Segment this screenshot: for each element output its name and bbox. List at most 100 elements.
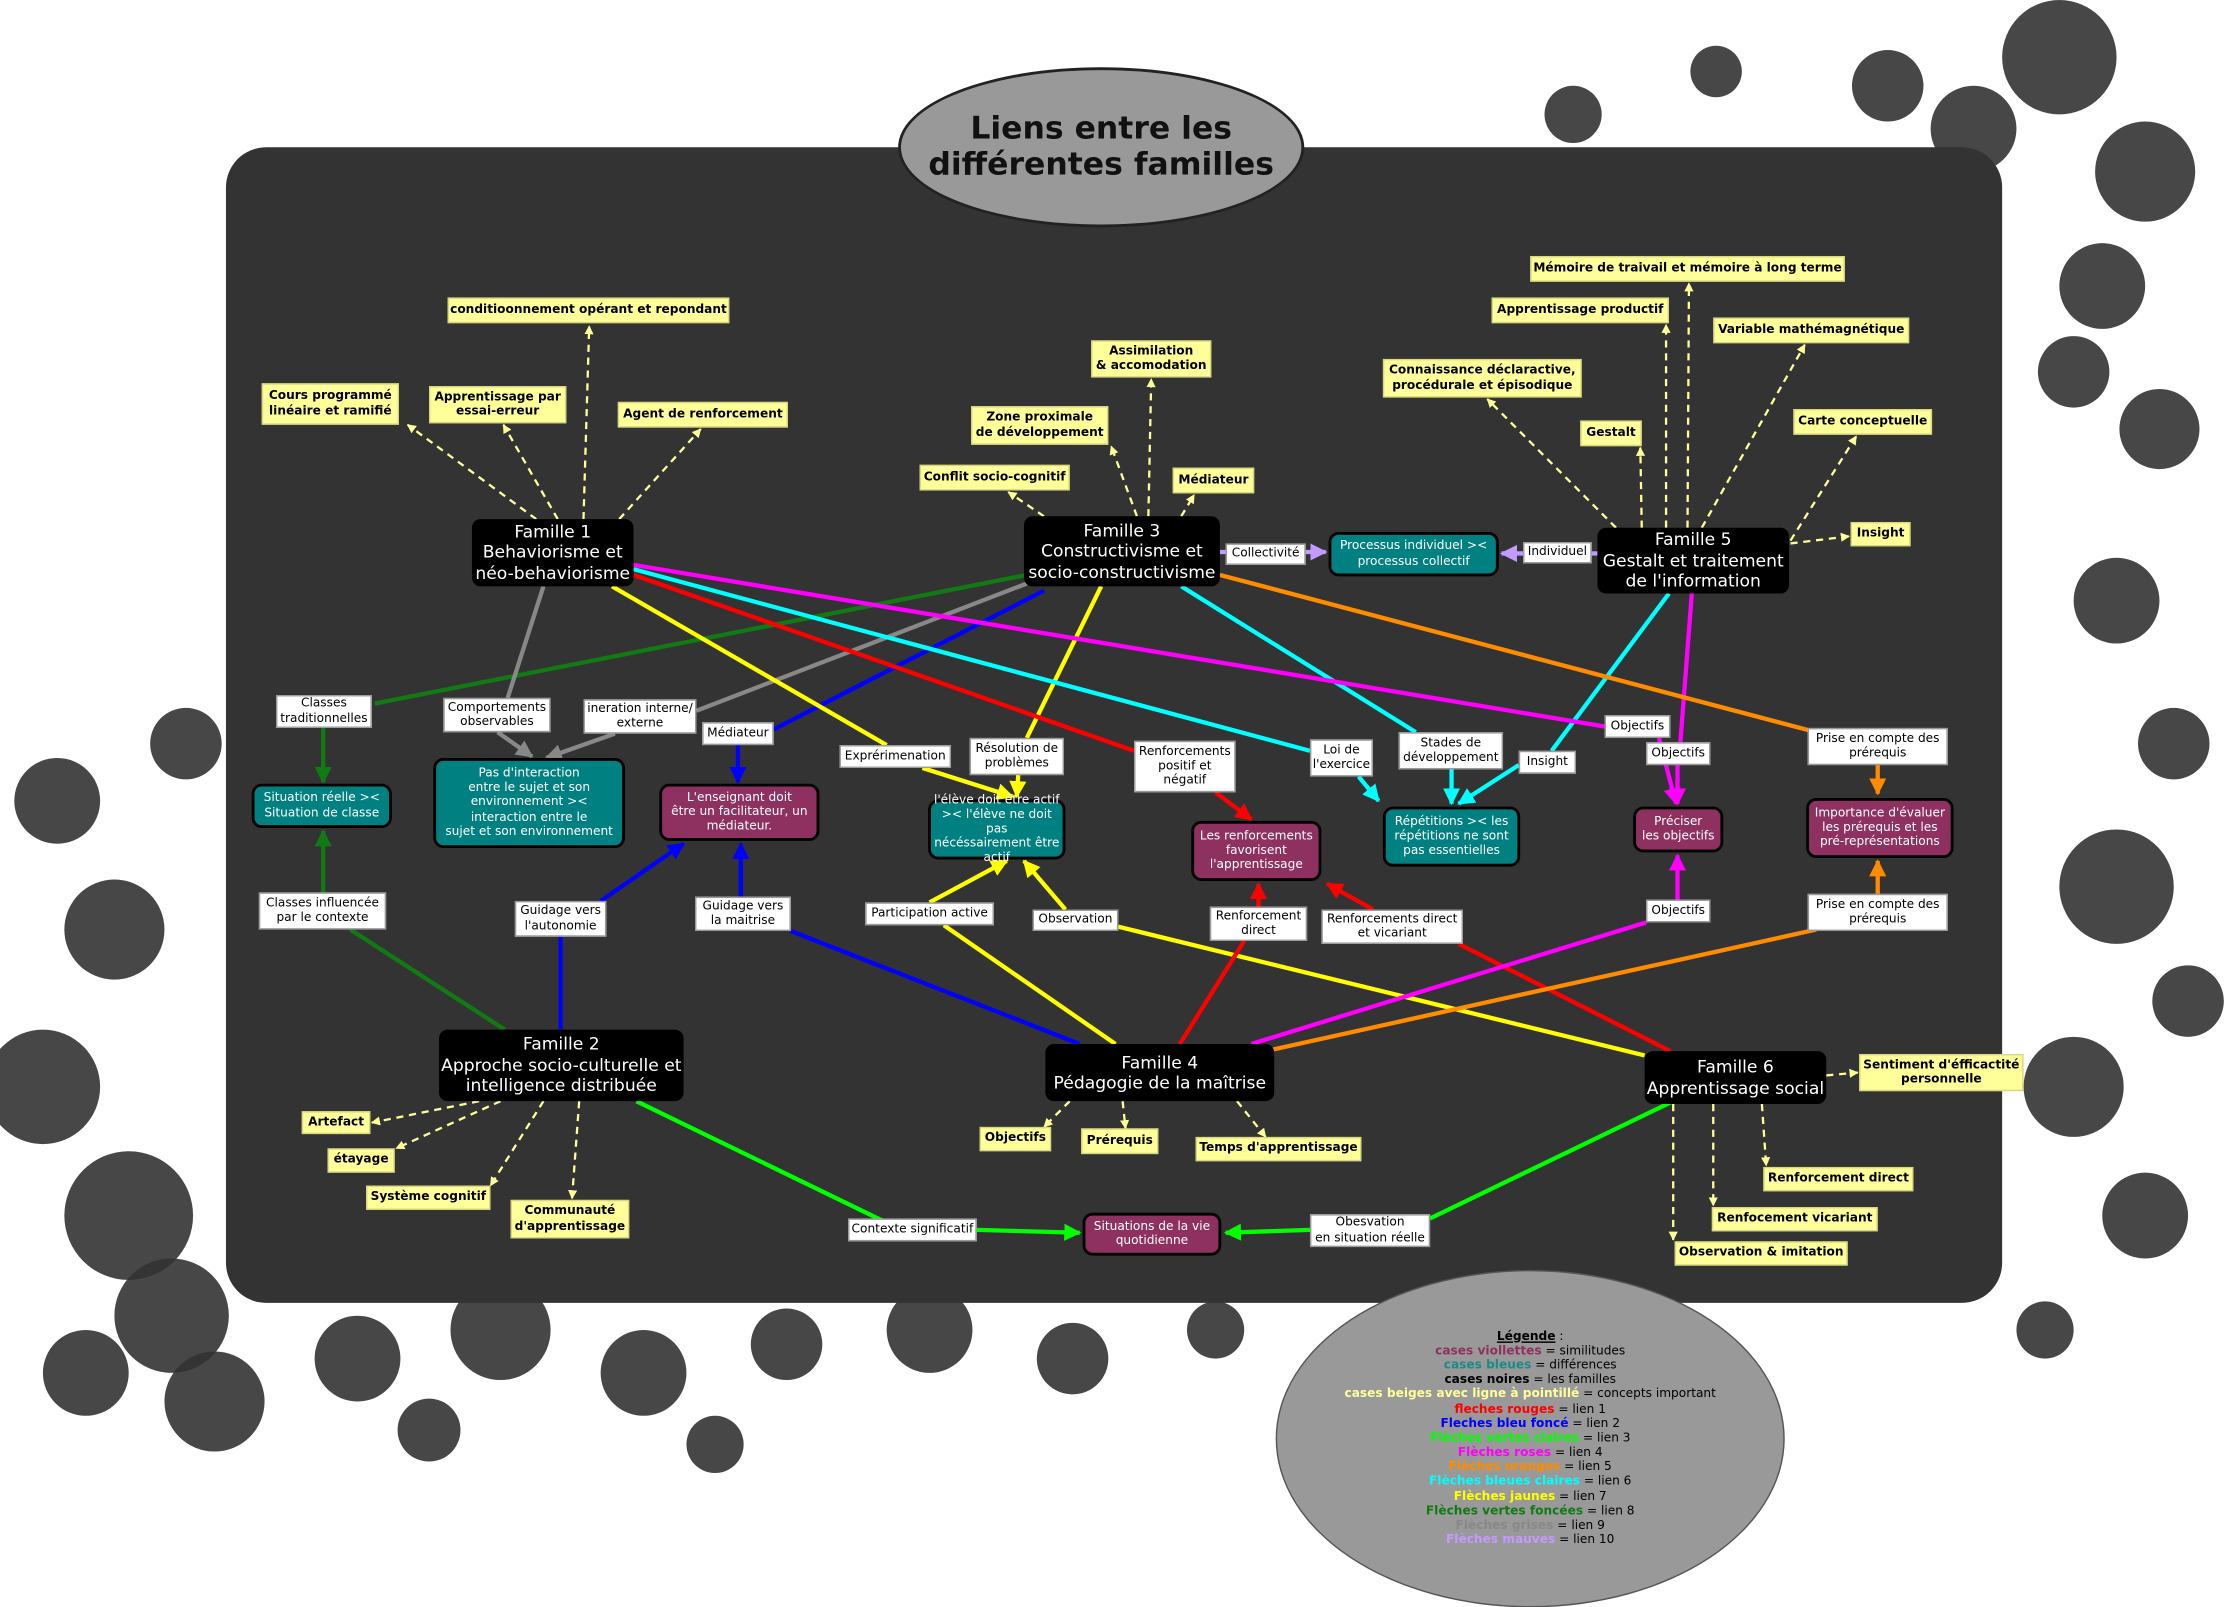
- concept-box: Carte conceptuelle: [1793, 409, 1933, 435]
- legend-row: Flèches jaunes = lien 7: [1345, 1490, 1716, 1505]
- yellow-link-arrow: [611, 584, 888, 747]
- link-label: Renforcements direct et vicariant: [1321, 909, 1463, 944]
- blue-link-arrow: [790, 928, 1081, 1046]
- flower-shape: [750, 1308, 823, 1381]
- flower-shape: [64, 879, 165, 980]
- link-label: Obesvation en situation réelle: [1309, 1214, 1431, 1248]
- flower-shape: [2059, 829, 2174, 944]
- legend-row: Flèches bleues claires = lien 6: [1345, 1475, 1716, 1490]
- legend-row: cases viollettes = similitudes: [1345, 1344, 1716, 1359]
- similarity-box: Les renforcements favorisent l'apprentis…: [1191, 820, 1322, 881]
- legend-sep: :: [1555, 1329, 1564, 1344]
- flower-shape: [886, 1287, 973, 1373]
- flower-shape: [64, 1151, 194, 1280]
- flower-shape: [2095, 121, 2196, 222]
- flower-shape: [1036, 1322, 1109, 1395]
- concept-box: Apprentissage par essai-erreur: [429, 386, 567, 424]
- concept_line-link-arrow: [1180, 494, 1196, 517]
- concept_line-link-arrow: [502, 423, 559, 520]
- legend-key: Flèches grises: [1455, 1518, 1554, 1534]
- concept_line-link-arrow: [395, 1100, 502, 1150]
- similarity-box: Situations de la vie quotidienne: [1082, 1212, 1222, 1256]
- concept_line-link-arrow: [1684, 282, 1694, 528]
- difference-box: Situation réelle >< Situation de classe: [251, 783, 392, 829]
- flower-shape: [450, 1279, 551, 1381]
- concept_line-link-arrow: [1120, 1101, 1130, 1130]
- orange-link-arrow: [1265, 927, 1817, 1054]
- link-label: Objectifs: [1646, 742, 1711, 766]
- legend-value: = lien 3: [1579, 1431, 1631, 1446]
- legend-key: Flèches roses: [1457, 1445, 1552, 1461]
- legend-row: Flèches oranges = lien 5: [1345, 1461, 1716, 1476]
- link-label: Participation active: [865, 902, 994, 926]
- flower-shape: [2152, 965, 2224, 1037]
- lightgreen-link-arrow: [1429, 1099, 1675, 1221]
- concept_line-link-arrow: [1043, 1100, 1071, 1128]
- concept_line-link-arrow: [1146, 378, 1156, 517]
- concept-box: Variable mathémagnétique: [1713, 317, 1910, 344]
- legend-value: = lien 10: [1555, 1533, 1615, 1548]
- legend-row: cases beiges avec ligne à pointillé = co…: [1345, 1388, 1716, 1403]
- cyan-link-arrow: [1356, 775, 1381, 803]
- link-label: Classes influencée par le contexte: [258, 892, 387, 930]
- flower-shape: [2073, 557, 2160, 644]
- concept-box: Connaissance déclaractive, procédurale e…: [1382, 358, 1582, 398]
- pink-link-arrow: [1250, 920, 1647, 1047]
- concept-box: Objectifs: [979, 1126, 1052, 1152]
- family-6-node: Famille 6 Apprentissage social: [1644, 1051, 1827, 1105]
- legend-key: cases noires: [1444, 1373, 1530, 1388]
- link-label: Guidage vers la maitrise: [695, 896, 791, 931]
- legend-key: Flèches bleues claires: [1428, 1475, 1580, 1490]
- link-label: Insight: [1518, 750, 1576, 774]
- link-label: Médiateur: [702, 722, 774, 746]
- link-label: Renforcement direct: [1209, 906, 1308, 942]
- difference-box: Processus individuel >< processus collec…: [1328, 531, 1499, 577]
- legend-key: Flèches vertes foncées: [1425, 1504, 1584, 1519]
- blue-link-arrow: [599, 841, 686, 903]
- cyan-link-arrow: [1549, 592, 1671, 753]
- flower-shape: [1544, 85, 1602, 144]
- concept_line-link-arrow: [1486, 398, 1617, 529]
- concept-box: Médiateur: [1172, 467, 1255, 494]
- concept_line-link-arrow: [1700, 343, 1806, 529]
- links: [314, 282, 1887, 1241]
- concept-box: Conflit socio-cognitif: [919, 464, 1070, 491]
- flower-shape: [14, 757, 101, 844]
- family-4-node: Famille 4 Pédagogie de la maîtrise: [1045, 1043, 1275, 1102]
- flower-shape: [314, 1315, 401, 1402]
- link-label: Renforcements positif et négatif: [1134, 740, 1236, 793]
- legend-value: = lien 1: [1554, 1402, 1606, 1417]
- legend-key: Flèches mauves: [1445, 1533, 1556, 1548]
- legend-key: Flèches vertes claires: [1429, 1431, 1580, 1446]
- flower-shape: [397, 1398, 461, 1462]
- flower-shape: [2102, 1172, 2189, 1259]
- pink-link-arrow: [633, 562, 1605, 729]
- link-label: Observation: [1032, 909, 1119, 931]
- link-label: Comportements observables: [443, 697, 551, 733]
- link-label: Objectifs: [1604, 715, 1671, 738]
- concept-box: Assimilation & accomodation: [1091, 340, 1212, 378]
- link-label: Prise en compte des prérequis: [1807, 893, 1948, 931]
- flower-shape: [1186, 1301, 1245, 1359]
- legend-value: = lien 9: [1553, 1518, 1605, 1534]
- legend-value: = lien 7: [1555, 1489, 1607, 1504]
- concept-box: Zone proximale de développement: [971, 406, 1109, 445]
- difference-box: Répétitions >< les répétitions ne sont p…: [1382, 806, 1521, 867]
- lightgreen-link-arrow: [976, 1223, 1082, 1241]
- concept-box: Observation & imitation: [1674, 1241, 1848, 1266]
- legend-row: Flèches mauves = lien 10: [1345, 1533, 1716, 1548]
- page-title: Liens entre les différentes familles: [898, 67, 1305, 228]
- link-label: Prise en compte des prérequis: [1807, 727, 1948, 766]
- yellow-link-arrow: [1117, 924, 1646, 1058]
- link-label: Objectifs: [1646, 899, 1711, 923]
- family-2-node: Famille 2 Approche socio-culturelle et i…: [439, 1029, 684, 1102]
- cyan-link-arrow: [1180, 584, 1417, 735]
- flower-shape: [2023, 1036, 2124, 1137]
- legend-value: = similitudes: [1541, 1343, 1626, 1359]
- legend-value: = les familles: [1529, 1373, 1616, 1388]
- similarity-box: L'enseignant doit être un facilitateur, …: [659, 783, 820, 841]
- concept-box: Prérequis: [1081, 1128, 1159, 1155]
- concept-box: Temps d'apprentissage: [1195, 1136, 1362, 1162]
